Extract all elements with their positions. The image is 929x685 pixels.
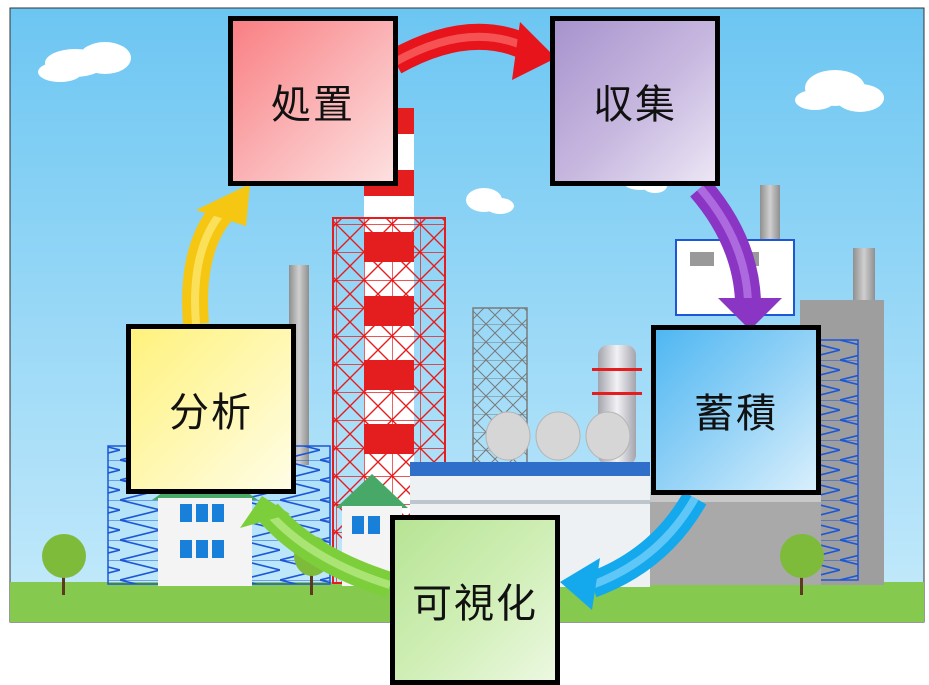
cloud bbox=[466, 188, 514, 214]
stage-disposal-box: 処置 bbox=[228, 16, 398, 186]
arrow-storage-to-visualize bbox=[560, 491, 707, 610]
stage-disposal-label: 処置 bbox=[271, 82, 355, 128]
cloud bbox=[795, 70, 884, 112]
stage-analysis-label: 分析 bbox=[169, 390, 253, 436]
stage-collection-box: 収集 bbox=[550, 16, 720, 186]
arrow-disposal-to-collection bbox=[388, 22, 556, 80]
tree bbox=[42, 534, 86, 595]
arrow-visualize-to-analysis bbox=[240, 496, 394, 598]
spheres bbox=[485, 411, 631, 461]
stage-storage-box: 蓄積 bbox=[651, 325, 821, 495]
arrow-collection-to-storage bbox=[690, 179, 782, 330]
stage-visualize-box: 可視化 bbox=[390, 515, 560, 685]
stage-analysis-box: 分析 bbox=[126, 324, 296, 494]
arrow-analysis-to-disposal bbox=[182, 184, 250, 326]
stage-storage-label: 蓄積 bbox=[694, 391, 778, 437]
stage-collection-label: 収集 bbox=[593, 82, 677, 128]
tree bbox=[780, 534, 824, 595]
stage-visualize-label: 可視化 bbox=[412, 581, 538, 627]
cloud bbox=[38, 42, 131, 82]
